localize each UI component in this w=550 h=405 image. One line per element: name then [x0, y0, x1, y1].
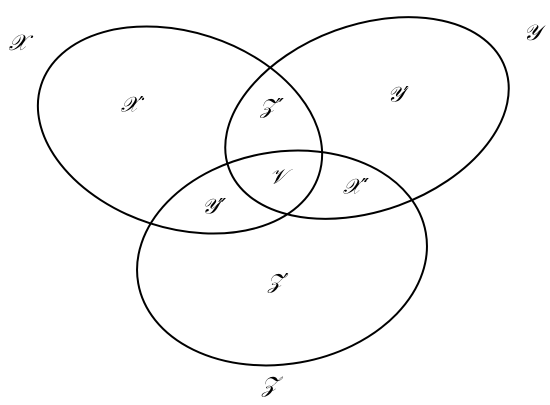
- region-y-and-z-label: 𝒳″: [343, 175, 369, 199]
- region-x-and-z-label: 𝒴″: [202, 195, 226, 219]
- set-z-label: 𝒵: [261, 373, 284, 398]
- set-x-label: 𝒳: [9, 31, 34, 56]
- region-z-only-label: 𝒵′: [267, 270, 289, 294]
- set-y-ellipse: [224, 16, 510, 220]
- region-y-only-label: 𝒴′: [387, 83, 409, 107]
- region-x-only-label: 𝒳′: [121, 93, 145, 117]
- set-y-label: 𝒴: [523, 21, 546, 46]
- set-z-ellipse: [136, 149, 428, 367]
- set-x-ellipse: [36, 25, 324, 235]
- region-x-y-z-label: 𝒱: [269, 165, 293, 189]
- region-x-and-y-label: 𝒵″: [259, 95, 284, 119]
